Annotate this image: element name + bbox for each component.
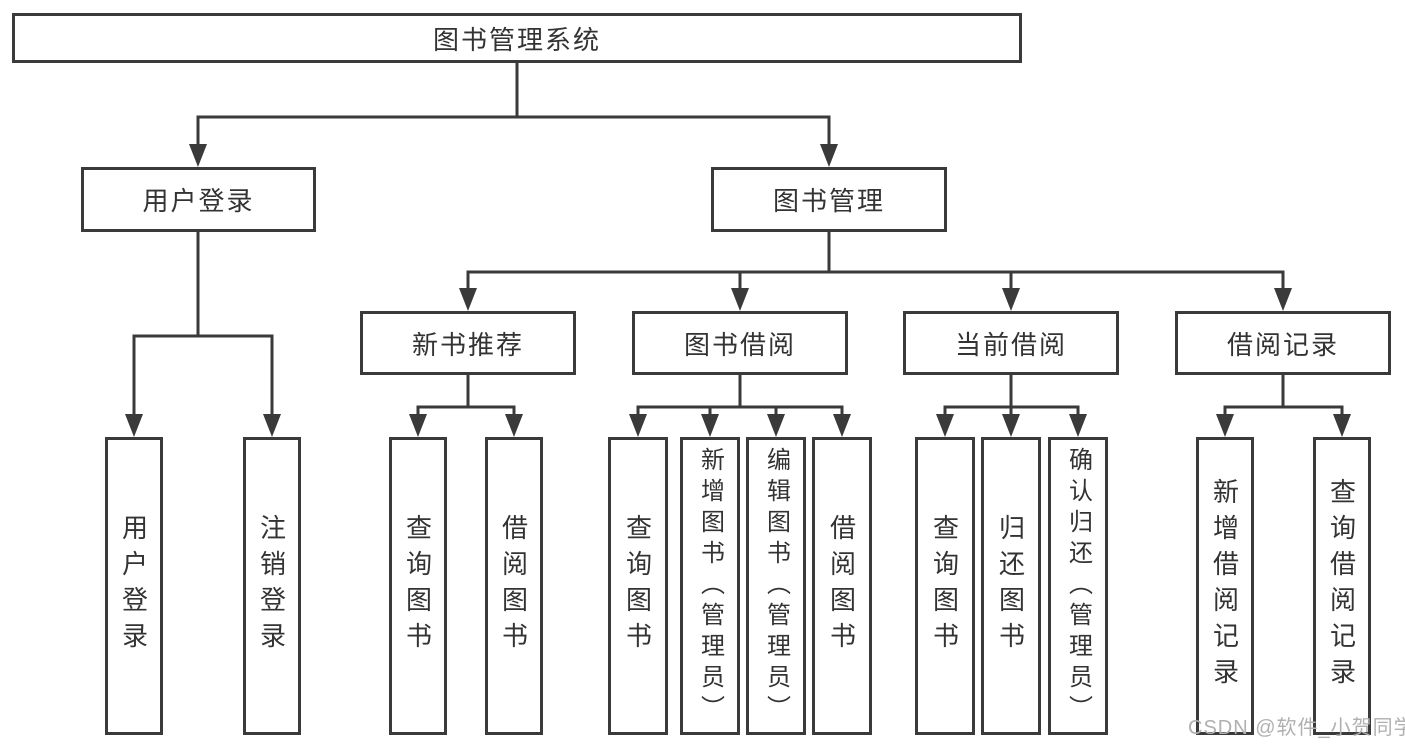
node-current-borrow-label: 当前借阅 bbox=[954, 329, 1067, 360]
leaf-recommend-query-books-label: 查询图书 bbox=[402, 514, 433, 658]
node-borrow-records: 借阅记录 bbox=[1175, 311, 1391, 375]
connectors-level1 bbox=[189, 61, 838, 167]
leaf-recommend-query-books: 查询图书 bbox=[389, 437, 447, 735]
leaf-current-return-books: 归还图书 bbox=[981, 437, 1041, 735]
connectors-new-book-recommend bbox=[409, 373, 523, 437]
connectors-book-management bbox=[459, 230, 1292, 311]
node-borrow-records-label: 借阅记录 bbox=[1226, 329, 1339, 360]
leaf-current-query-books: 查询图书 bbox=[915, 437, 975, 735]
connectors-current-borrow bbox=[936, 373, 1087, 437]
node-book-management: 图书管理 bbox=[711, 167, 947, 232]
connectors-user-login bbox=[125, 230, 281, 437]
leaf-borrow-query-books: 查询图书 bbox=[608, 437, 668, 735]
leaf-recommend-borrow-books-label: 借阅图书 bbox=[498, 514, 529, 658]
node-new-book-recommend-label: 新书推荐 bbox=[411, 329, 524, 360]
leaf-records-query-record: 查询借阅记录 bbox=[1313, 437, 1371, 735]
node-new-book-recommend: 新书推荐 bbox=[360, 311, 576, 375]
node-root-label: 图书管理系统 bbox=[432, 24, 601, 55]
leaf-recommend-borrow-books: 借阅图书 bbox=[485, 437, 543, 735]
leaf-current-confirm-return-admin-label: 确认归还（管理员） bbox=[1064, 446, 1092, 726]
leaf-logout: 注销登录 bbox=[243, 437, 301, 735]
node-user-login-label: 用户登录 bbox=[142, 186, 255, 216]
node-book-borrow-label: 图书借阅 bbox=[683, 329, 796, 360]
leaf-logout-label: 注销登录 bbox=[256, 514, 287, 658]
leaf-borrow-borrow-books-label: 借阅图书 bbox=[826, 514, 857, 658]
leaf-current-confirm-return-admin: 确认归还（管理员） bbox=[1048, 437, 1108, 735]
connectors-book-borrow bbox=[629, 373, 851, 437]
leaf-user-login: 用户登录 bbox=[105, 437, 163, 735]
leaf-borrow-add-books-admin-label: 新增图书（管理员） bbox=[696, 446, 724, 726]
csdn-watermark: CSDN @软件_小贺同学 bbox=[1188, 717, 1405, 739]
node-user-login: 用户登录 bbox=[81, 167, 316, 232]
connectors-borrow-records bbox=[1216, 373, 1351, 437]
leaf-current-query-books-label: 查询图书 bbox=[929, 514, 960, 658]
leaf-borrow-borrow-books: 借阅图书 bbox=[812, 437, 872, 735]
leaf-records-query-record-label: 查询借阅记录 bbox=[1326, 478, 1357, 694]
node-current-borrow: 当前借阅 bbox=[903, 311, 1119, 375]
leaf-user-login-label: 用户登录 bbox=[118, 514, 149, 658]
node-root: 图书管理系统 bbox=[12, 13, 1022, 63]
leaf-records-add-record-label: 新增借阅记录 bbox=[1209, 478, 1240, 694]
leaf-borrow-edit-books-admin: 编辑图书（管理员） bbox=[746, 437, 806, 735]
node-book-borrow: 图书借阅 bbox=[632, 311, 848, 375]
leaf-borrow-add-books-admin: 新增图书（管理员） bbox=[680, 437, 740, 735]
node-book-management-label: 图书管理 bbox=[772, 186, 885, 216]
leaf-borrow-edit-books-admin-label: 编辑图书（管理员） bbox=[762, 446, 790, 726]
leaf-records-add-record: 新增借阅记录 bbox=[1196, 437, 1254, 735]
leaf-current-return-books-label: 归还图书 bbox=[995, 514, 1026, 658]
leaf-borrow-query-books-label: 查询图书 bbox=[622, 514, 653, 658]
